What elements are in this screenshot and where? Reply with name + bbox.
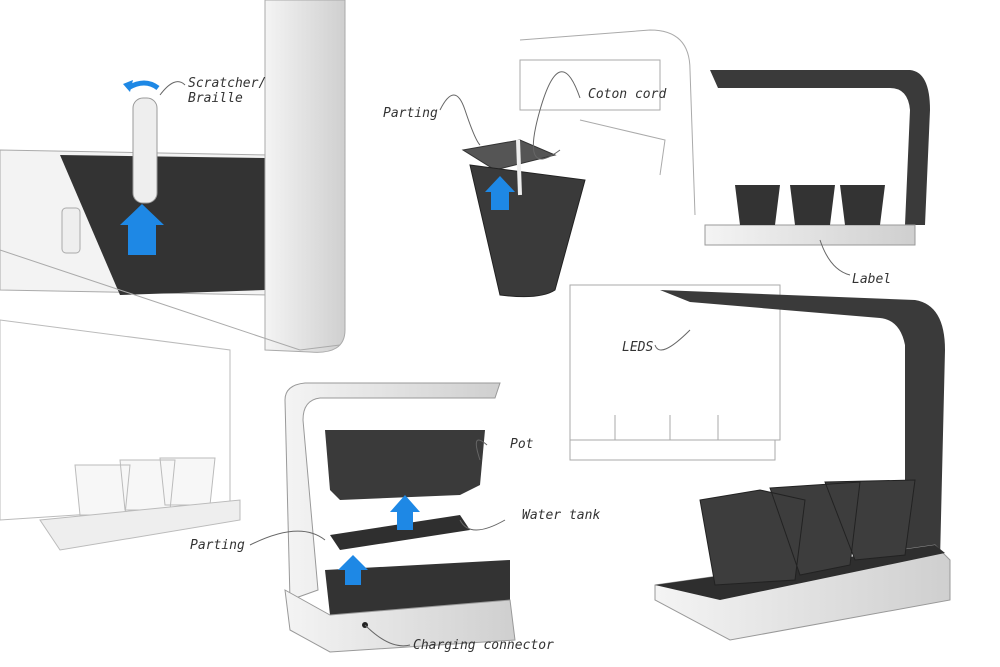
- led-sketch: [569, 284, 781, 461]
- up-arrow-icon: [485, 176, 515, 210]
- label-scratcher-braille: Scratcher/ Braille: [188, 76, 267, 106]
- pot-cord-detail: [461, 29, 696, 298]
- label-charging-connector: Charging connector: [413, 638, 554, 653]
- label-coton-cord: Coton cord: [588, 87, 667, 102]
- ghost-pots-sketch: [0, 319, 241, 551]
- label-parting-top: Parting: [383, 106, 438, 121]
- main-device: [654, 290, 951, 641]
- label-label: Label: [852, 272, 892, 287]
- device-side-view: [704, 70, 930, 246]
- up-arrow-icon: [338, 555, 368, 585]
- label-water-tank: Water tank: [522, 508, 601, 523]
- label-pot: Pot: [510, 437, 534, 452]
- leader-lines: [159, 71, 851, 647]
- rotate-arrow-icon: [123, 80, 160, 92]
- scratcher-detail: [0, 0, 346, 353]
- exploded-view: [284, 382, 516, 653]
- label-parting-bottom: Parting: [190, 538, 245, 553]
- up-arrow-icon: [120, 204, 164, 255]
- up-arrow-icon: [390, 495, 420, 530]
- label-leds: LEDS: [622, 340, 654, 355]
